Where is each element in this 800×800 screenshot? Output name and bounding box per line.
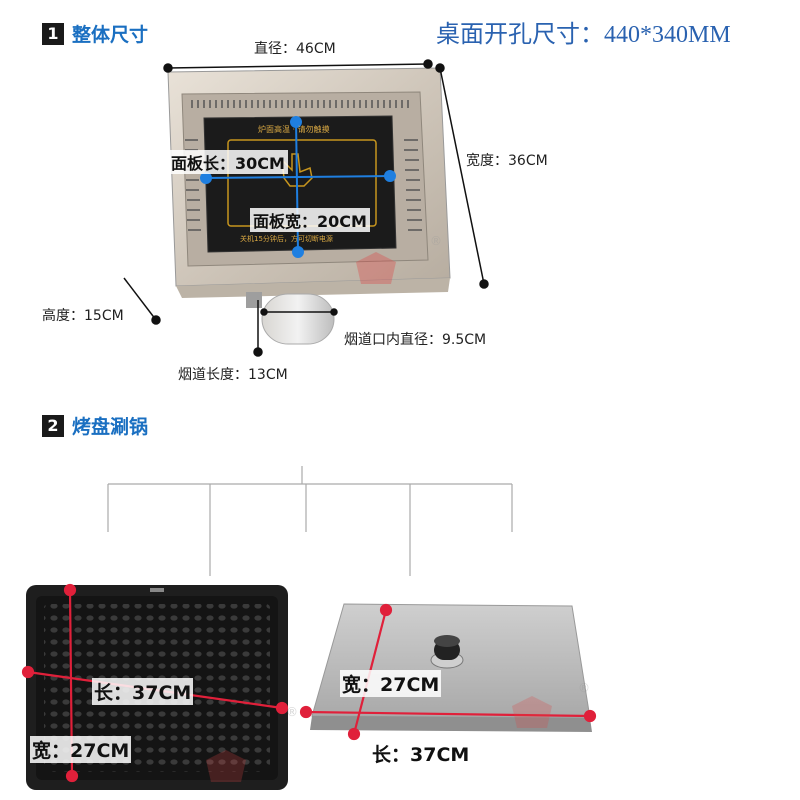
panel-width-label: 面板宽：20CM	[250, 208, 370, 232]
flue-length-label: 烟道长度：13CM	[178, 367, 288, 383]
table-hole-size: 桌面开孔尺寸：440*340MM	[436, 22, 731, 48]
section-number: 2	[42, 414, 64, 437]
grill-width-label: 宽：27CM	[30, 736, 132, 763]
pot-length-label: 长：37CM	[370, 740, 472, 767]
panel-length-label: 面板长：30CM	[168, 150, 288, 174]
height-label: 高度：15CM	[42, 308, 124, 324]
svg-text:®: ®	[578, 681, 590, 695]
svg-text:®: ®	[430, 234, 442, 248]
section-number: 1	[42, 22, 64, 45]
section-1-header: 1 整体尺寸	[42, 20, 148, 47]
svg-text:®: ®	[286, 705, 298, 719]
section-2-header: 2 烤盘涮锅	[42, 412, 148, 439]
pot-width-label: 宽：27CM	[340, 670, 442, 697]
diameter-label: 直径：46CM	[254, 41, 336, 57]
connector-lines	[107, 466, 513, 576]
panel-warning-text: 炉面高温 · 请勿触摸	[258, 125, 330, 134]
panel-notice-text: 关机15分钟后，方可切断电源	[240, 235, 333, 243]
grill-length-label: 长：37CM	[92, 678, 194, 705]
section-title: 整体尺寸	[72, 24, 149, 46]
flue-inner-diameter-label: 烟道口内直径：9.5CM	[344, 332, 487, 348]
width-label: 宽度：36CM	[466, 153, 548, 169]
section-title: 烤盘涮锅	[72, 416, 149, 438]
